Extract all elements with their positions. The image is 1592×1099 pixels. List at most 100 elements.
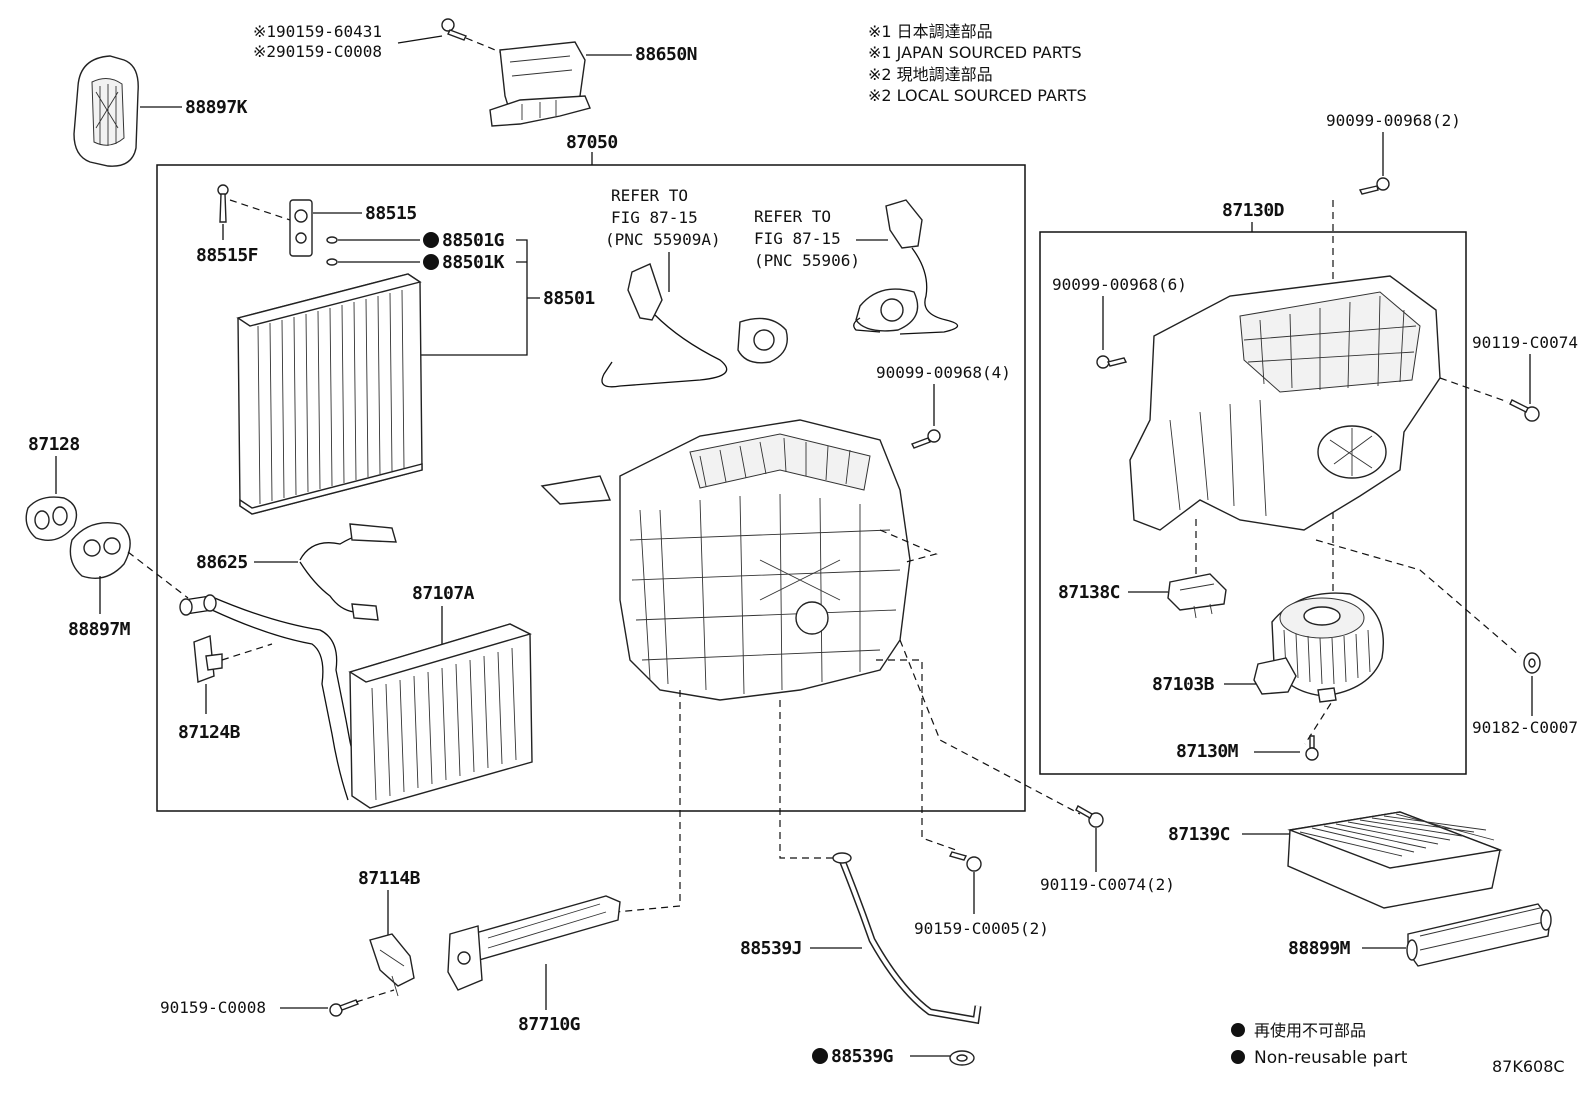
part-88897m-drawing: [69, 522, 131, 579]
nonreusable-dot-88501g: [423, 232, 439, 248]
label-90119-c0074-2: 90119-C0074(2): [1040, 875, 1175, 894]
screw-icon-90159-c0005: [948, 851, 982, 872]
label-87139c: 87139C: [1168, 824, 1230, 845]
dash-90159-c0008: [355, 989, 395, 1003]
assembly-frame-87050: [156, 164, 1026, 812]
ref-a-line1: REFER TO: [611, 186, 688, 205]
label-87107a: 87107A: [412, 583, 475, 604]
label-90182-c0007: 90182-C0007: [1472, 718, 1578, 737]
label-90119-c0074: 90119-C0074: [1472, 333, 1578, 352]
label-90099-00968-6: 90099-00968(6): [1052, 275, 1187, 294]
label-87103b: 87103B: [1152, 674, 1215, 695]
dash-88897m: [127, 551, 189, 599]
note-japan-sourced-en: ※1 JAPAN SOURCED PARTS: [868, 43, 1082, 62]
part-88501-evaporator-drawing: [236, 273, 423, 515]
screw-icon-90119-c0074-2: [1075, 805, 1104, 828]
figure-code: 87K608C: [1492, 1057, 1565, 1076]
part-88539j-drain-hose-drawing: [832, 852, 982, 1025]
label-88625: 88625: [196, 552, 248, 573]
label-90099-00968-4: 90099-00968(4): [876, 363, 1011, 382]
part-88539g-grommet-drawing: [949, 1050, 975, 1066]
label-88899m: 88899M: [1288, 938, 1351, 959]
part-87114b-drawing: [369, 933, 415, 997]
label-90159-c0008: 90159-C0008: [160, 998, 266, 1017]
dash-88515f: [229, 199, 291, 221]
bracket-88501: [420, 239, 540, 356]
label-88515f: 88515F: [196, 245, 258, 266]
dash-housing-87710g: [615, 690, 681, 913]
label-90159-c0008-top: ※290159-C0008: [253, 42, 382, 61]
part-87710g-drawing: [447, 895, 621, 991]
label-87128: 87128: [28, 434, 80, 455]
note-japan-sourced-jp: ※1 日本調達部品: [868, 22, 993, 41]
part-87130d-housing-drawing: [1129, 275, 1441, 531]
label-87050: 87050: [566, 132, 618, 153]
part-87139c-filter-drawing: [1287, 811, 1503, 909]
part-wire-harness-a-drawing: [601, 263, 788, 388]
part-87107a-heater-core-drawing: [179, 594, 533, 809]
dash-top-bolt: [465, 37, 506, 55]
label-88897m: 88897M: [68, 619, 131, 640]
part-wire-harness-b-drawing: [853, 199, 959, 335]
nonreusable-dot-88539g: [812, 1048, 828, 1064]
label-87130d: 87130D: [1222, 200, 1285, 221]
note-local-sourced-en: ※2 LOCAL SOURCED PARTS: [868, 86, 1087, 105]
screw-icon-90099-2: [1358, 177, 1390, 195]
screw-icon-90119-c0074: [1509, 399, 1540, 422]
label-88897k: 88897K: [185, 97, 248, 118]
note-local-sourced-jp: ※2 現地調達部品: [868, 65, 993, 84]
legend-dot-en: [1231, 1050, 1245, 1064]
screw-icon-87130m: [1305, 735, 1319, 761]
ref-b-line3: (PNC 55906): [754, 251, 860, 270]
part-88897k-drawing: [73, 55, 139, 167]
label-87710g: 87710G: [518, 1014, 580, 1035]
label-90159-60431: ※190159-60431: [253, 22, 382, 41]
screw-icon-90099-6: [1096, 355, 1128, 369]
dash-housing-90119: [899, 639, 1081, 815]
legend-text-jp: 再使用不可部品: [1254, 1021, 1366, 1040]
part-87103b-blower-motor-drawing: [1253, 592, 1384, 703]
dash-90099-2: [1304, 200, 1334, 745]
label-88501k: 88501K: [442, 252, 505, 273]
part-87138c-drawing: [1167, 573, 1227, 619]
dash-housing-88539j: [779, 700, 836, 859]
assembly-frame-87130d: [1039, 231, 1467, 775]
legend-text-en: Non-reusable part: [1254, 1048, 1408, 1068]
part-88625-drawing: [299, 523, 397, 621]
o-ring-88501k: [326, 258, 338, 266]
label-87124b: 87124B: [178, 722, 241, 743]
ref-b-line1: REFER TO: [754, 207, 831, 226]
part-87050-housing-drawing: [540, 419, 911, 701]
label-88539j: 88539J: [740, 938, 802, 959]
part-88899m-drawing: [1406, 903, 1552, 967]
ref-a-line3: (PNC 55909A): [605, 230, 721, 249]
part-88515-drawing: [289, 199, 313, 257]
screw-icon-90099-4: [911, 429, 941, 449]
label-90159-c0005-2: 90159-C0005(2): [914, 919, 1049, 938]
ref-a-line2: FIG 87-15: [611, 208, 698, 227]
label-88501g: 88501G: [442, 230, 504, 251]
dash-87124b: [221, 643, 273, 661]
label-90099-00968-2: 90099-00968(2): [1326, 111, 1461, 130]
dash-housing-right-1: [879, 529, 938, 563]
label-88515: 88515: [365, 203, 417, 224]
part-87128-drawing: [25, 496, 78, 541]
part-87124b-drawing: [193, 635, 223, 683]
bolt-icon-88515f: [217, 184, 229, 223]
screw-icon-90159-c0008: [329, 999, 359, 1017]
ref-b-line2: FIG 87-15: [754, 229, 841, 248]
label-87138c: 87138C: [1058, 582, 1120, 603]
nonreusable-dot-88501k: [423, 254, 439, 270]
label-88501: 88501: [543, 288, 595, 309]
dash-housing-90159-c0005: [876, 659, 957, 851]
label-87130m: 87130M: [1176, 741, 1239, 762]
dash-87103b: [1315, 539, 1521, 657]
label-87114b: 87114B: [358, 868, 421, 889]
dash-90119-c0074: [1439, 377, 1509, 403]
o-ring-88501g: [326, 236, 338, 244]
part-90182-c0007-drawing: [1523, 652, 1541, 674]
bolt-icon-top: [441, 18, 467, 41]
label-88539g: 88539G: [831, 1046, 893, 1067]
part-88650n-drawing: [489, 41, 591, 127]
